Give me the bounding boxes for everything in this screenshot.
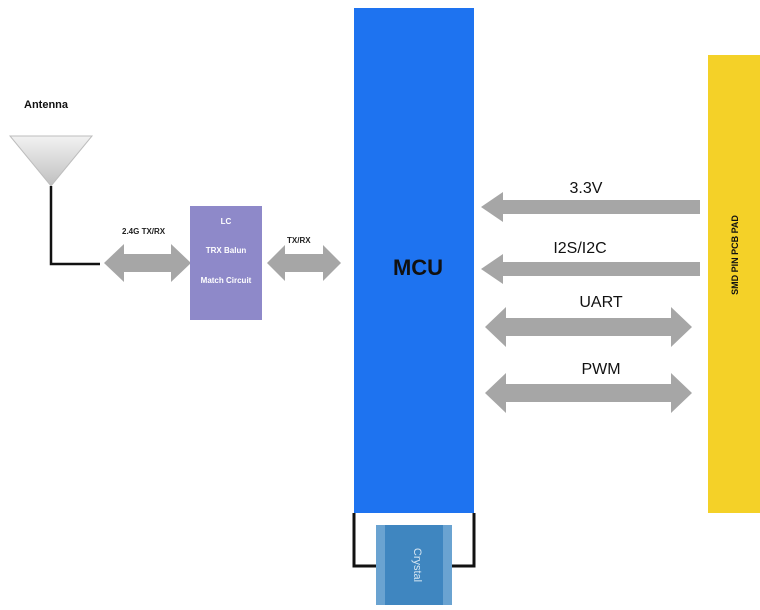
pcb-pad-block [708, 55, 760, 513]
mcu-label: MCU [393, 255, 443, 280]
crystal-edge-right [443, 525, 452, 605]
bus-pwm-label: PWM [581, 361, 620, 378]
bus-i2s-i2c-label: I2S/I2C [553, 240, 606, 257]
mcu-block [354, 8, 474, 513]
bus-uart-arrow [485, 307, 692, 347]
lc-line1: LC [221, 217, 232, 226]
bus-3v3-arrow [481, 192, 700, 222]
crystal-edge-left [376, 525, 385, 605]
crystal-wire [352, 513, 476, 568]
crystal-block [376, 525, 452, 605]
antenna-link-label: 2.4G TX/RX [122, 227, 166, 236]
antenna-lc-arrow [104, 244, 191, 282]
lc-line2: TRX Balun [206, 246, 247, 255]
lc-balun-block [190, 206, 262, 320]
lc-mcu-link-label: TX/RX [287, 236, 311, 245]
lc-mcu-arrow [267, 245, 341, 281]
lc-line3: Match Circuit [201, 276, 252, 285]
bus-pwm-arrow [485, 373, 692, 413]
crystal-label: Crystal [411, 548, 423, 582]
pcb-pad-label: SMD PIN PCB PAD [730, 215, 740, 295]
bus-uart-label: UART [579, 294, 622, 311]
antenna-feed-wire [49, 186, 100, 266]
antenna-triangle-icon [8, 135, 94, 187]
antenna-label: Antenna [24, 99, 69, 111]
bus-i2s-i2c-arrow [481, 254, 700, 284]
bus-3v3-label: 3.3V [570, 180, 603, 197]
